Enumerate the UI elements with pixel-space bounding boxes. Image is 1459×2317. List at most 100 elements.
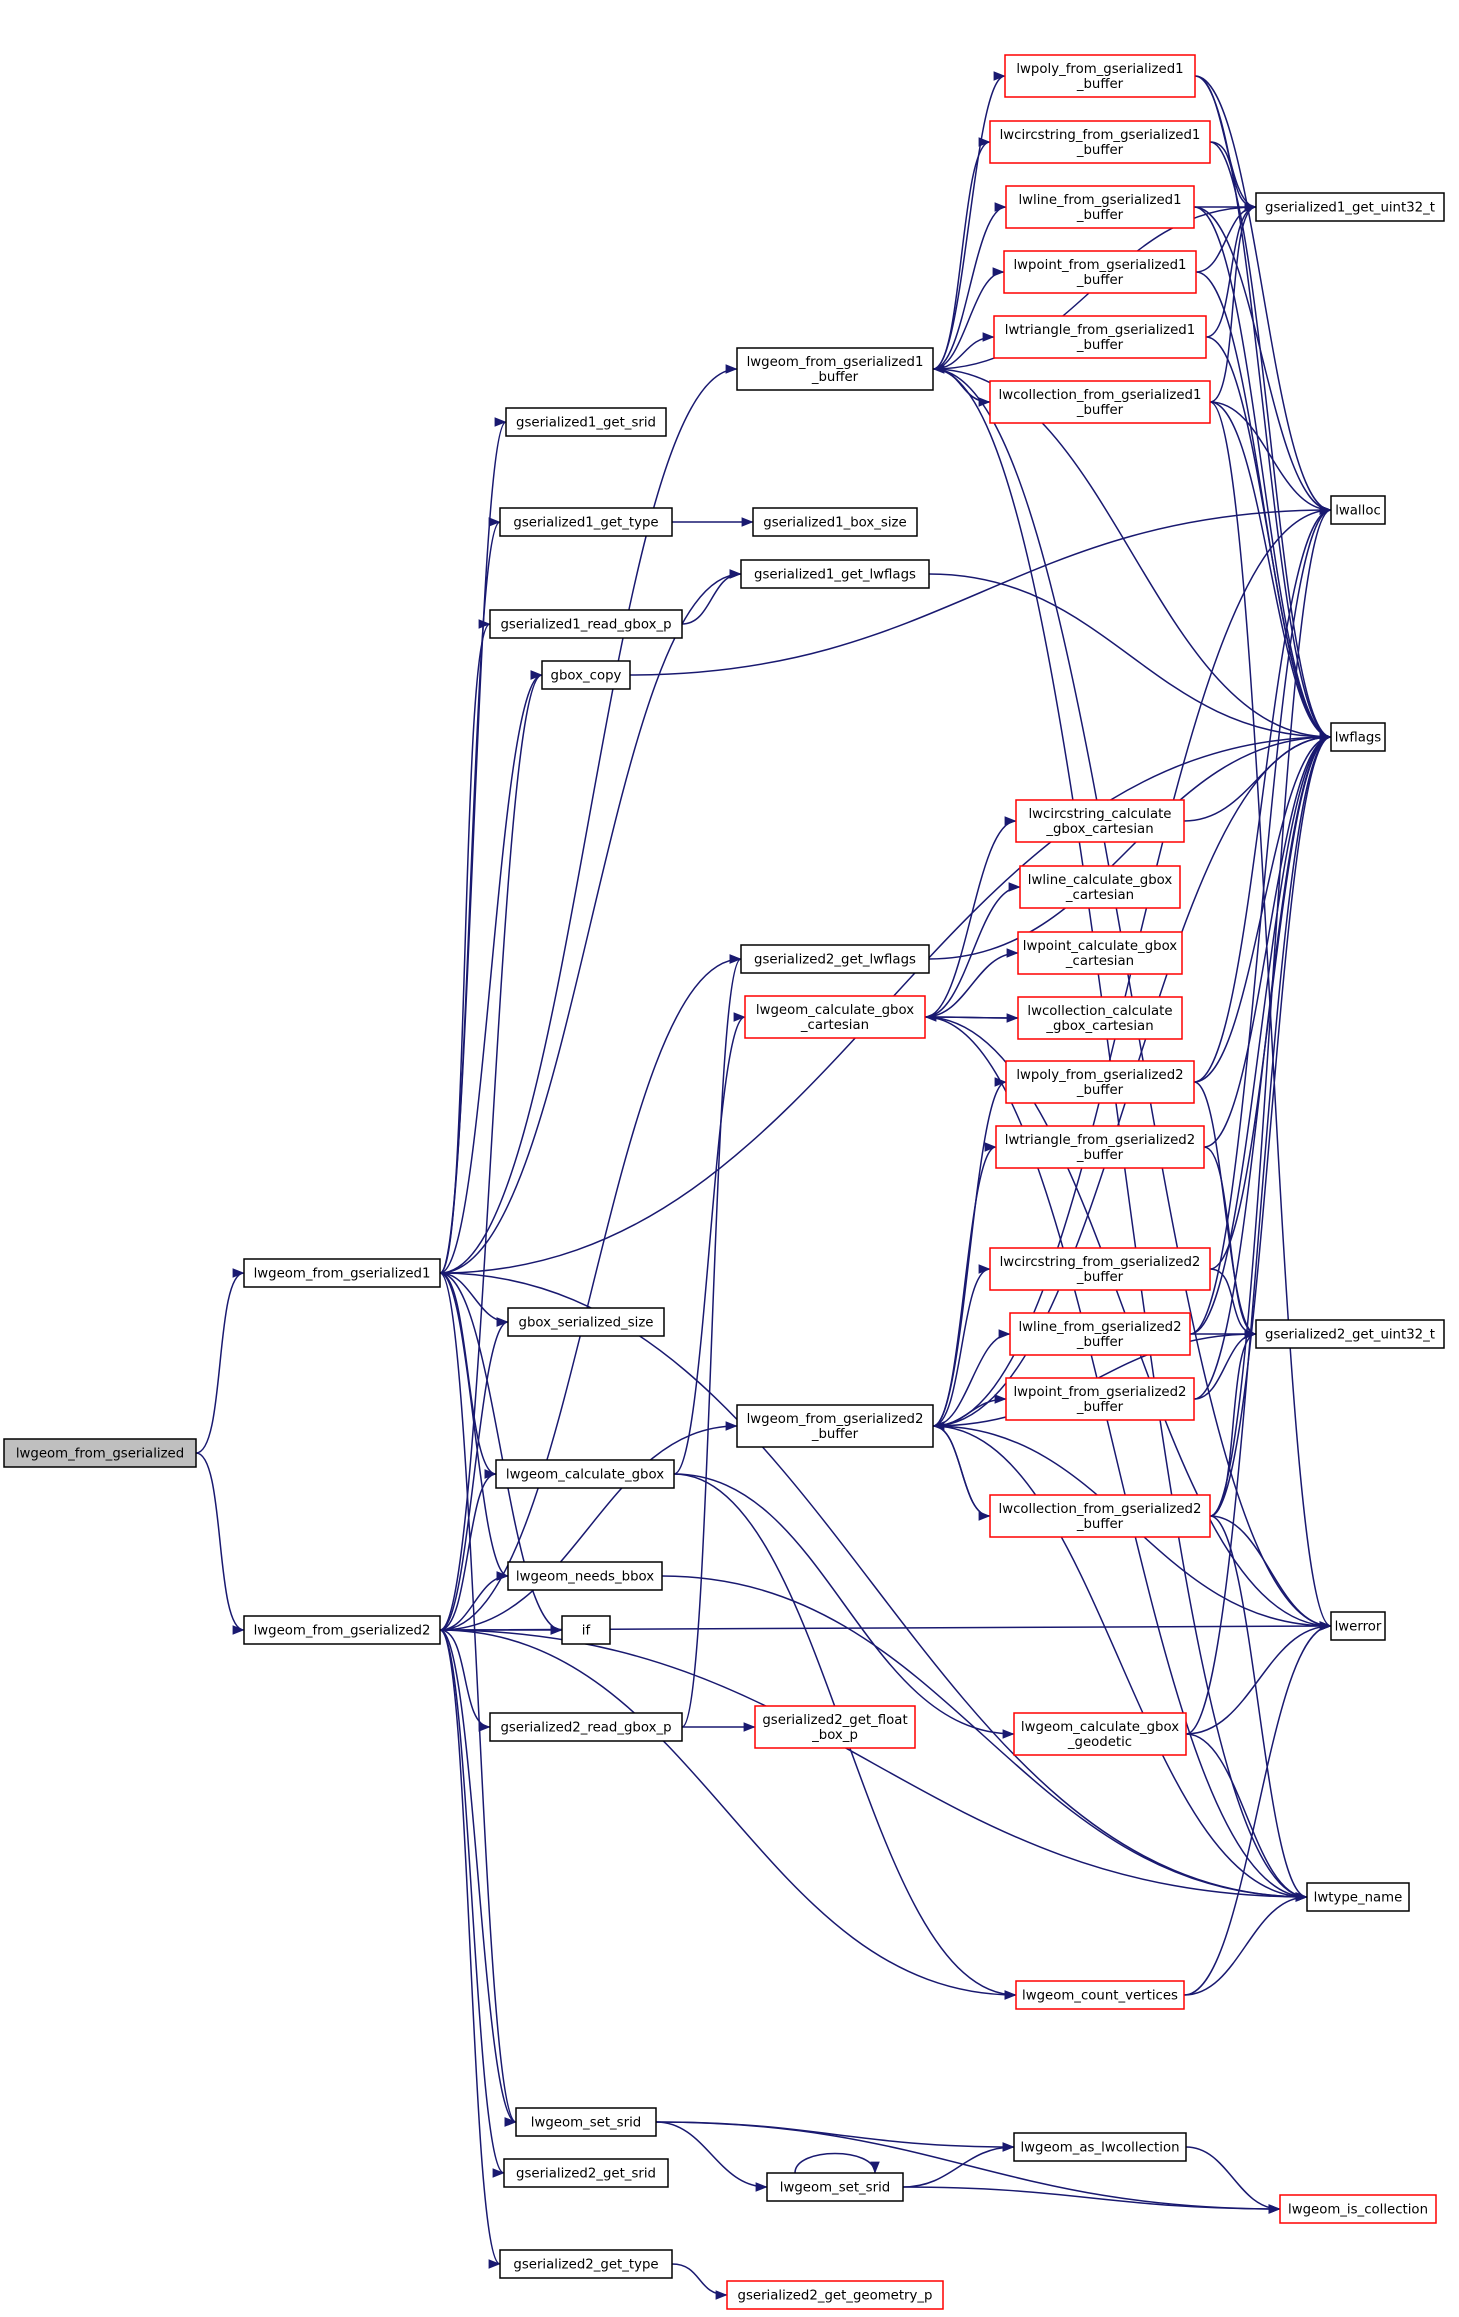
function-node[interactable]: gbox_serialized_size: [507, 1307, 665, 1337]
call-edge: [439, 670, 543, 1274]
function-node[interactable]: lwgeom_set_srid: [515, 2107, 657, 2137]
node-label: lwgeom_calculate_gbox: [506, 1468, 664, 1483]
node-label: gserialized1_get_srid: [516, 416, 656, 431]
function-node[interactable]: lwcollection_calculate_gbox_cartesian: [1017, 996, 1183, 1040]
node-box: [1015, 799, 1185, 843]
node-label: lwgeom_is_collection: [1288, 2203, 1428, 2218]
function-node[interactable]: gserialized2_get_srid: [503, 2158, 669, 2188]
function-node[interactable]: lwcircstring_from_gserialized2_buffer: [989, 1247, 1211, 1291]
node-box: [489, 1712, 683, 1742]
function-node[interactable]: lwflags: [1330, 722, 1386, 752]
function-node[interactable]: lwcollection_from_gserialized1_buffer: [989, 380, 1211, 424]
function-node[interactable]: lwgeom_from_gserialized2_buffer: [736, 1404, 934, 1448]
function-node[interactable]: gserialized2_read_gbox_p: [489, 1712, 683, 1742]
function-node[interactable]: lwpoly_from_gserialized1_buffer: [1004, 54, 1196, 98]
function-node[interactable]: lwtriangle_from_gserialized2_buffer: [995, 1125, 1205, 1169]
node-box: [754, 1705, 916, 1749]
node-box: [515, 2107, 657, 2137]
function-node[interactable]: lwline_from_gserialized2_buffer: [1009, 1312, 1191, 1356]
function-node[interactable]: gserialized1_box_size: [752, 507, 918, 537]
node-label: lwalloc: [1335, 504, 1381, 519]
node-label: lwcircstring_from_gserialized1: [1000, 128, 1201, 143]
function-node[interactable]: gserialized2_get_uint32_t: [1255, 1319, 1445, 1349]
node-box: [1306, 1882, 1410, 1912]
function-node[interactable]: lwpoint_from_gserialized2_buffer: [1005, 1377, 1195, 1421]
node-box: [1019, 865, 1181, 909]
call-edge: [439, 1629, 501, 2269]
function-node[interactable]: gserialized1_get_srid: [505, 407, 667, 437]
function-node[interactable]: lwtype_name: [1306, 1882, 1410, 1912]
function-node[interactable]: lwcollection_from_gserialized2_buffer: [989, 1494, 1211, 1538]
node-box: [495, 1459, 675, 1489]
call-edge: [439, 569, 742, 1274]
call-edge: [932, 1421, 991, 1517]
node-label: _buffer: [1076, 1270, 1124, 1285]
call-edge: [1183, 1621, 1332, 1996]
function-node[interactable]: gserialized1_get_uint32_t: [1255, 192, 1445, 222]
node-label: lwgeom_calculate_gbox: [756, 1003, 914, 1018]
function-node[interactable]: lwpoint_from_gserialized1_buffer: [1003, 250, 1197, 294]
node-label: gserialized2_read_gbox_p: [500, 1721, 671, 1736]
function-node[interactable]: lwgeom_from_gserialized1_buffer: [736, 347, 934, 391]
node-label: lwgeom_from_gserialized1: [254, 1267, 431, 1282]
function-node[interactable]: gbox_copy: [541, 660, 631, 690]
call-edge: [1194, 75, 1332, 742]
function-node[interactable]: lwpoly_from_gserialized2_buffer: [1005, 1060, 1195, 1104]
function-node[interactable]: gserialized1_read_gbox_p: [489, 609, 683, 639]
function-node[interactable]: gserialized2_get_geometry_p: [726, 2280, 944, 2310]
call-edge: [1209, 202, 1257, 403]
node-label: _cartesian: [800, 1018, 869, 1033]
call-edge: [1185, 2146, 1281, 2214]
function-node[interactable]: gserialized2_get_float_box_p: [754, 1705, 916, 1749]
call-edge: [924, 1016, 1308, 1902]
function-node[interactable]: lwgeom_calculate_gbox_geodetic: [1013, 1712, 1187, 1756]
function-node[interactable]: lwgeom_from_gserialized2: [243, 1615, 441, 1645]
node-box: [995, 1125, 1205, 1169]
function-node[interactable]: if: [561, 1615, 611, 1645]
node-label: lwgeom_needs_bbox: [516, 1570, 654, 1585]
call-edge: [902, 2186, 1281, 2214]
function-node[interactable]: lwgeom_set_srid: [766, 2172, 904, 2202]
call-edge: [932, 1264, 991, 1427]
function-node[interactable]: lwgeom_count_vertices: [1015, 1980, 1185, 2010]
function-node[interactable]: lwgeom_calculate_gbox: [495, 1459, 675, 1489]
function-node[interactable]: gserialized1_get_lwflags: [740, 559, 930, 589]
function-node[interactable]: lwgeom_needs_bbox: [507, 1561, 663, 1591]
call-edge: [1193, 1081, 1257, 1339]
call-edge: [439, 1629, 1017, 2000]
function-node[interactable]: gserialized1_get_type: [499, 507, 673, 537]
call-edge: [439, 1571, 509, 1631]
node-label: lwgeom_set_srid: [531, 2116, 641, 2131]
function-node[interactable]: gserialized2_get_lwflags: [740, 944, 930, 974]
node-label: _buffer: [1076, 77, 1124, 92]
function-node[interactable]: lwgeom_as_lwcollection: [1013, 2132, 1187, 2162]
node-box: [740, 944, 930, 974]
function-node[interactable]: lwline_calculate_gbox_cartesian: [1019, 865, 1181, 909]
node-label: lwgeom_count_vertices: [1022, 1989, 1178, 2004]
node-label: lwcollection_from_gserialized2: [999, 1502, 1202, 1517]
function-node[interactable]: lwerror: [1330, 1611, 1386, 1641]
function-node[interactable]: lwcircstring_calculate_gbox_cartesian: [1015, 799, 1185, 843]
node-box: [1330, 722, 1386, 752]
function-node[interactable]: lwtriangle_from_gserialized1_buffer: [993, 315, 1207, 359]
node-label: if: [582, 1624, 591, 1639]
function-node[interactable]: lwgeom_from_gserialized: [3, 1438, 197, 1468]
call-edge: [932, 1142, 997, 1427]
function-node[interactable]: lwgeom_is_collection: [1279, 2194, 1437, 2224]
call-edge: [928, 732, 1332, 960]
function-node[interactable]: lwcircstring_from_gserialized1_buffer: [989, 120, 1211, 164]
call-edge: [673, 1012, 746, 1475]
call-edge: [1193, 505, 1332, 1083]
function-node[interactable]: lwgeom_from_gserialized1: [243, 1258, 441, 1288]
node-box: [993, 315, 1207, 359]
call-edge: [1209, 732, 1332, 1517]
function-node[interactable]: gserialized2_get_type: [499, 2249, 673, 2279]
function-node[interactable]: lwalloc: [1330, 495, 1386, 525]
node-label: _gbox_cartesian: [1045, 822, 1153, 837]
node-box: [1003, 250, 1197, 294]
function-node[interactable]: lwgeom_calculate_gbox_cartesian: [744, 995, 926, 1039]
node-box: [752, 507, 918, 537]
function-node[interactable]: lwpoint_calculate_gbox_cartesian: [1017, 931, 1183, 975]
function-node[interactable]: lwline_from_gserialized1_buffer: [1005, 185, 1195, 229]
node-label: lwpoint_from_gserialized1: [1013, 258, 1186, 273]
